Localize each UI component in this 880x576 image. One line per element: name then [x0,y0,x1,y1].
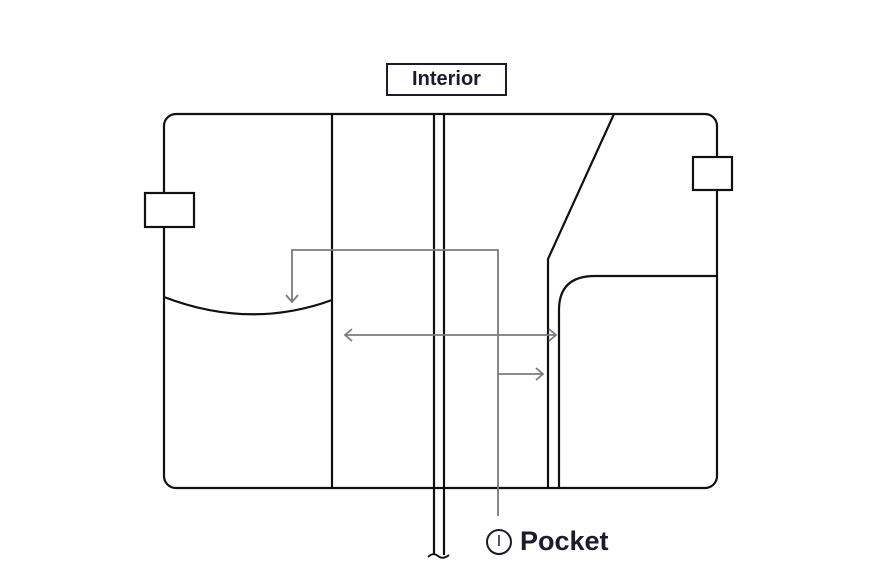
right-inner-pocket [557,274,717,488]
diagram-title: Interior [386,63,507,96]
band-break-squiggle [427,553,450,559]
left-pocket-curve [163,295,333,316]
callout-branch [498,367,545,381]
left-tab [143,191,196,229]
callout-number-badge: I [486,528,512,555]
callout-leader-line [291,249,499,516]
notebook-outline [162,112,719,490]
double-arrow [343,328,558,342]
callout-pocket: I Pocket [486,526,609,557]
right-tab [691,155,734,192]
arrow-head-down [285,294,299,304]
right-pocket-diagonal [546,113,616,488]
callout-label: Pocket [520,526,609,556]
